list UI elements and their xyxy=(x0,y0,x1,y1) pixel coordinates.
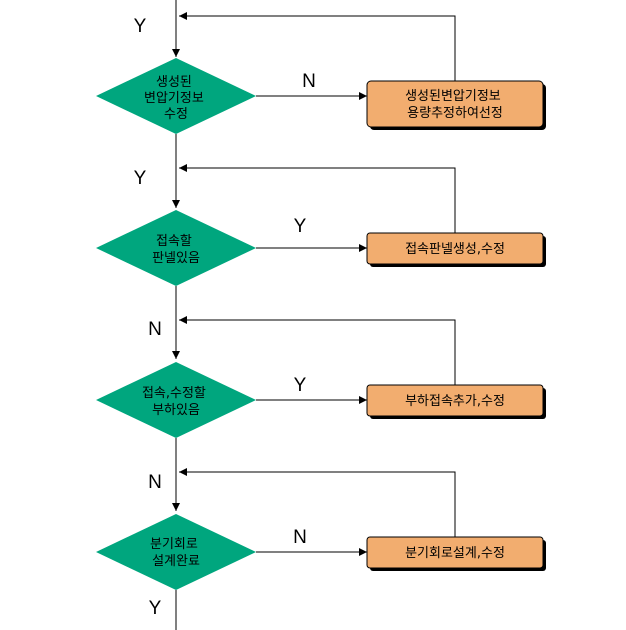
process-text-2: 접속판넬생성,수정 xyxy=(405,242,505,257)
decision-diamond-2 xyxy=(96,210,256,286)
process-text-1: 생성된변압기정보 용량추정하여선정 xyxy=(405,89,505,121)
return-line-2 xyxy=(179,164,456,233)
decision-text-4: 분기회로 설계완료 xyxy=(150,537,202,569)
return-line-1 xyxy=(179,12,456,81)
decision-text-1: 생성된 변압기정보 수정 xyxy=(144,75,208,122)
branch-label-3: Y xyxy=(294,375,307,396)
process-box-4 xyxy=(366,536,544,569)
next-label-4: Y xyxy=(149,598,162,619)
branch-label-1: N xyxy=(302,71,316,92)
next-label-2: N xyxy=(148,319,162,340)
decision-text-2: 접속할 판넬있음 xyxy=(152,234,200,266)
process-box-3 xyxy=(366,384,544,417)
next-label-1: Y xyxy=(134,168,147,189)
branch-label-4: N xyxy=(293,527,307,548)
decision-diamond-4 xyxy=(96,514,256,590)
decision-text-3: 접속,수정할 부하있음 xyxy=(142,386,210,418)
branch-label-2: Y xyxy=(294,216,307,237)
decision-diamond-3 xyxy=(96,362,256,438)
return-line-3 xyxy=(179,316,456,385)
edge-label-top: Y xyxy=(134,16,147,37)
next-label-3: N xyxy=(148,472,162,493)
return-line-4 xyxy=(179,468,456,537)
decision-diamond-1 xyxy=(96,58,256,134)
process-text-3: 부하접속추가,수정 xyxy=(405,394,505,409)
process-text-4: 분기회로설계,수정 xyxy=(405,546,505,561)
process-box-2 xyxy=(366,232,544,265)
